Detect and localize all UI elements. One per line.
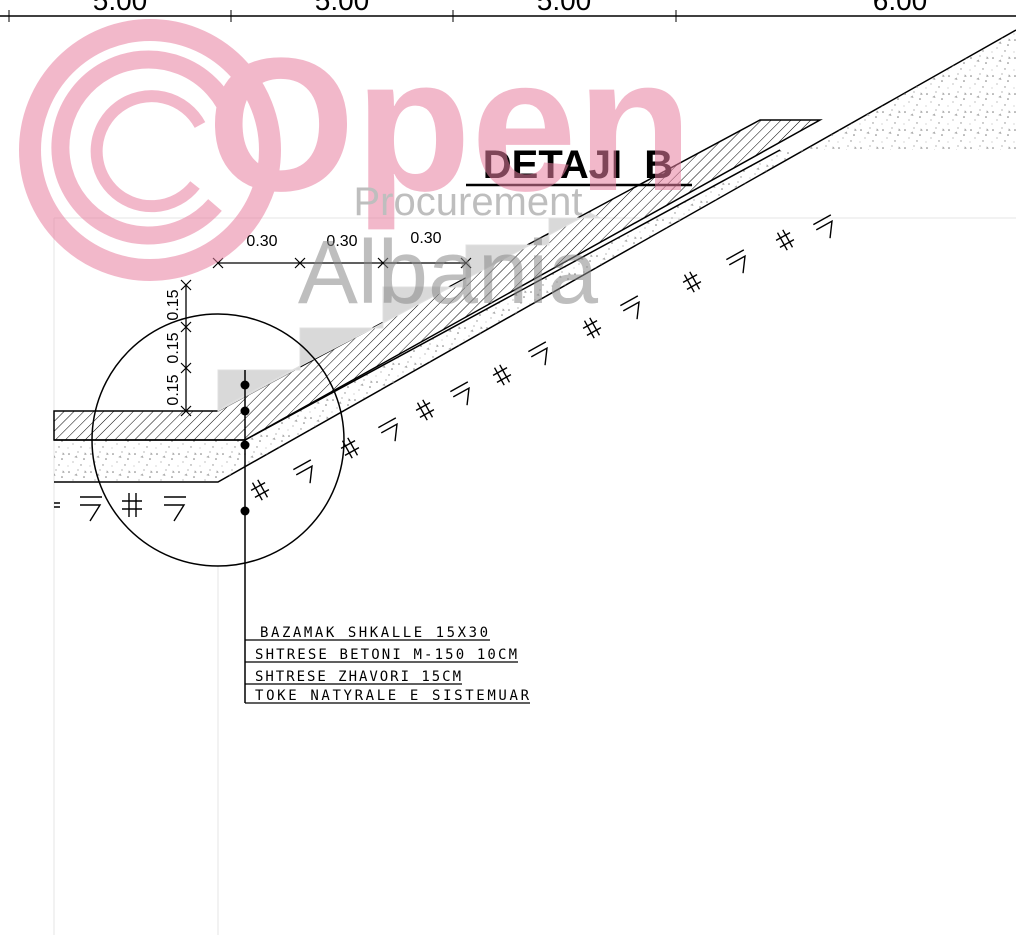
top-dimension-2: 5.00 [315,0,370,16]
legend-item-2: SHTRESE BETONI M-150 10CM [255,647,517,663]
detail-title: DETAJI B [466,143,692,187]
stair-steps [217,212,601,412]
step-2 [299,322,384,370]
legend-item-1: BAZAMAK SHKALLE 15X30 [260,625,488,641]
watermark-open: Open [207,19,693,231]
layer-marker-3 [240,440,250,450]
tread-label-2: 0.30 [326,233,357,250]
riser-label-1: 0.15 [165,289,182,320]
riser-dimensions: 0.15 0.15 0.15 [165,279,192,417]
open-procurement-watermark: Open Procurement Albania [19,19,693,323]
top-dimension-3: 5.00 [537,0,592,16]
layer-marker-2 [240,406,250,416]
top-dimension-4: 6.00 [873,0,928,16]
grid-lines [53,217,1016,935]
step-4 [465,234,550,280]
watermark-albania: Albania [298,223,599,323]
riser-label-3: 0.15 [165,374,182,405]
watermark-logo-icon [19,19,281,281]
riser-label-2: 0.15 [165,332,182,363]
leader-line [240,370,250,703]
detail-circle [91,313,345,567]
step-5 [548,212,601,236]
tread-dimensions: 0.30 0.30 0.30 [212,230,472,269]
top-dimension-strip: 5.00 5.00 5.00 6.00 [0,0,1016,22]
tread-label-3: 0.30 [410,230,441,247]
soil-symbols [54,214,833,522]
layer-legend: BAZAMAK SHKALLE 15X30 SHTRESE BETONI M-1… [245,625,530,704]
tread-label-1: 0.30 [246,233,277,250]
step-3 [382,278,467,324]
layer-marker-1 [240,380,250,390]
page-title: DETAJI B [483,143,673,187]
top-dimension-1: 5.00 [93,0,148,16]
layer-marker-4 [240,506,250,516]
legend-item-4: TOKE NATYRALE E SISTEMUAR [255,688,530,704]
watermark-procurement: Procurement [354,180,583,224]
legend-item-3: SHTRESE ZHAVORI 15CM [255,669,461,685]
